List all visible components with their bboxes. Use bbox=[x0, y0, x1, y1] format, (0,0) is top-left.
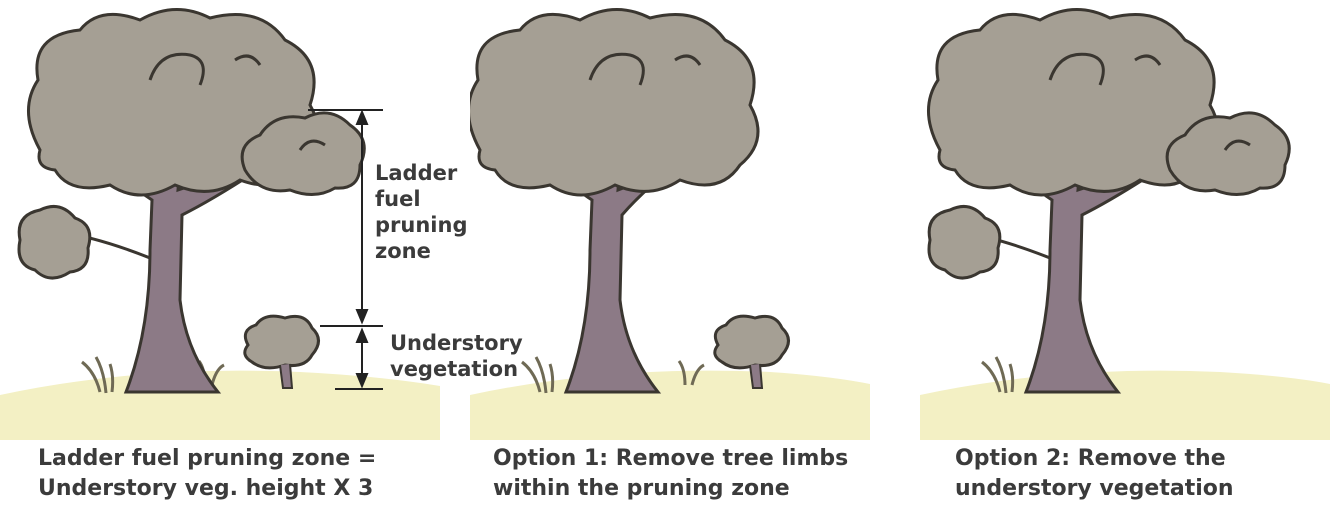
panel-option-1: Option 1: Remove tree limbs within the p… bbox=[470, 0, 870, 515]
panel-option-2: Option 2: Remove the understory vegetati… bbox=[920, 0, 1330, 515]
ground bbox=[0, 371, 440, 440]
understory-shrub bbox=[245, 316, 319, 368]
caption-panel-1: Ladder fuel pruning zone = Understory ve… bbox=[38, 444, 376, 504]
tree-illustration-1 bbox=[0, 0, 440, 440]
ladder-zone-label: Ladder fuel pruning zone bbox=[375, 160, 467, 264]
caption-panel-2: Option 1: Remove tree limbs within the p… bbox=[493, 444, 848, 504]
tree-illustration-3 bbox=[920, 0, 1330, 440]
panel-ladder-fuel-zone: Ladder fuel pruning zone Understory vege… bbox=[0, 0, 440, 515]
lower-branch-foliage bbox=[929, 206, 1000, 278]
tree-canopy bbox=[470, 9, 758, 195]
tree-illustration-2 bbox=[470, 0, 870, 440]
understory-shrub bbox=[715, 316, 789, 368]
lower-branch-foliage bbox=[19, 206, 90, 278]
caption-panel-3: Option 2: Remove the understory vegetati… bbox=[955, 444, 1234, 504]
